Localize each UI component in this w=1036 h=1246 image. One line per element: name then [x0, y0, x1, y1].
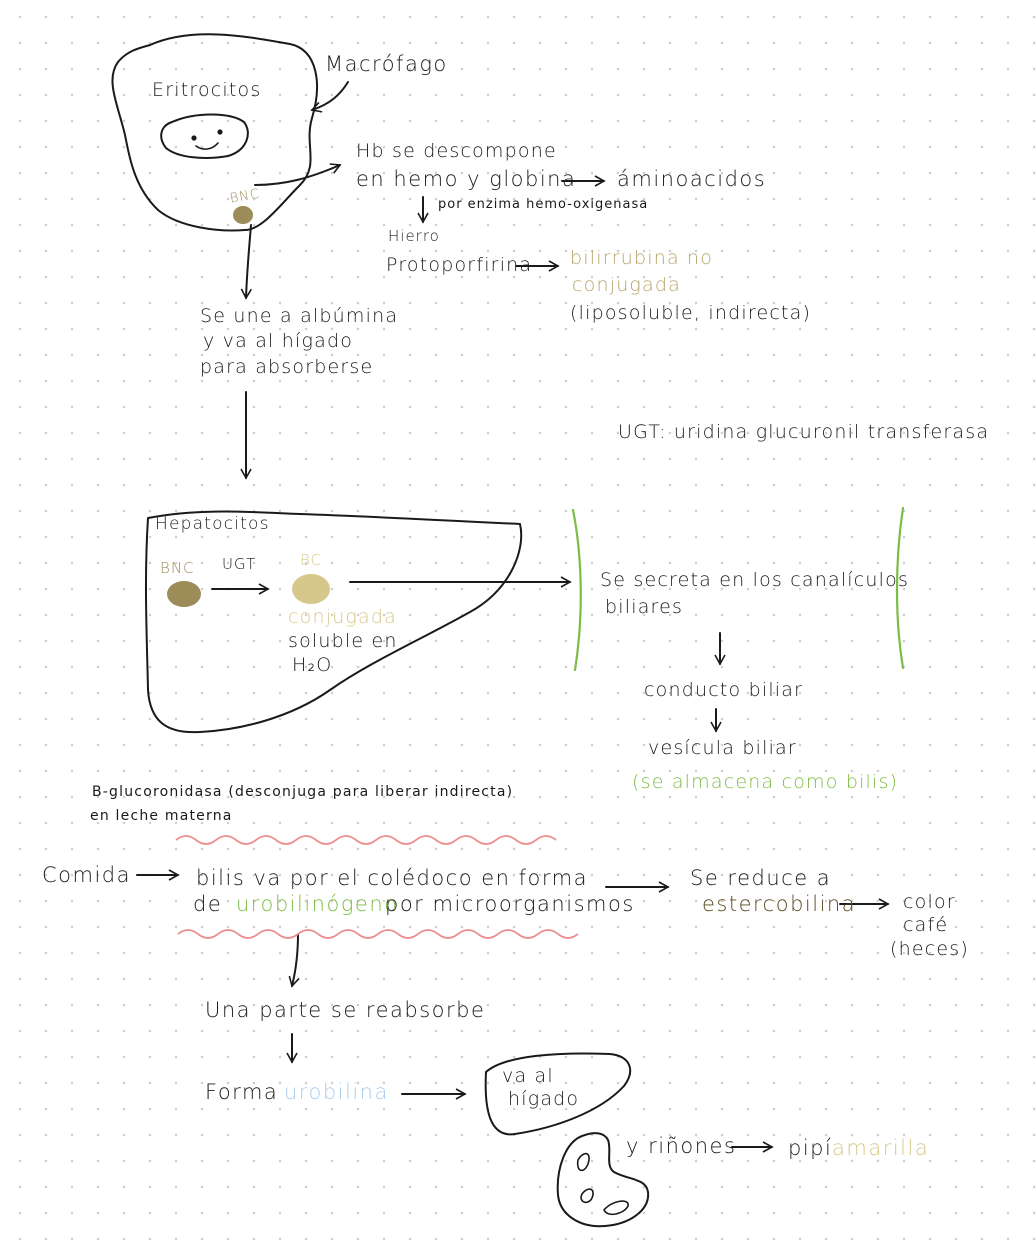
- yellow-label: amarilla: [832, 1136, 930, 1160]
- urobilin-label: urobilina: [284, 1080, 389, 1104]
- enzyme-label: por enzima hemo-oxigenasa: [438, 197, 649, 212]
- color-line3: (heces): [890, 938, 969, 960]
- small-liver-line2: hígado: [508, 1088, 580, 1110]
- ugt-label: UGT: [222, 555, 257, 573]
- secretion-line1: Se secreta en los canalículos: [600, 569, 910, 591]
- bc-label: BC: [300, 551, 323, 569]
- green-bracket-left: [571, 508, 582, 672]
- bile-duct-label: conducto biliar: [644, 679, 804, 701]
- arrow-albumin: [240, 224, 253, 300]
- small-liver-line1: va al: [502, 1065, 554, 1087]
- bnc-label-liver: BNC: [160, 559, 195, 577]
- aminoacids-label: áminoacidos: [617, 167, 767, 191]
- macrophage-label: Macrófago: [325, 52, 448, 76]
- hepatocytes-label: Hepatocitos: [155, 514, 270, 534]
- hb-line2: en hemo y globina: [356, 167, 577, 191]
- reabsorb-label: Una parte se reabsorbe: [205, 998, 486, 1022]
- iron-label: Hierro: [388, 227, 440, 245]
- food-label: Comida: [42, 863, 132, 887]
- macrophage-outline: [111, 33, 318, 232]
- forms-label: Forma: [205, 1080, 279, 1104]
- intestine-line1: bilis va por el colédoco en forma: [196, 866, 588, 890]
- kidneys-label: y riñones: [626, 1134, 737, 1158]
- bilirubin-line1: bilirrubina no: [570, 247, 714, 269]
- bnc-dot-liver: [167, 581, 201, 607]
- urobilinogen-label: urobilinógeno: [236, 892, 399, 916]
- small-liver-outline: [484, 1052, 632, 1136]
- kidney-outline: [556, 1132, 650, 1228]
- pink-wave-bottom: [177, 929, 579, 939]
- intestine-line2-post: por microorganismos: [385, 892, 635, 916]
- erythrocyte-shape: [160, 113, 249, 159]
- arrow-to-hb: [254, 163, 342, 186]
- green-bracket-right: [895, 506, 905, 670]
- color-line2: café: [903, 914, 949, 936]
- arrow-reabsorb: [288, 933, 300, 988]
- protoporphyrin-label: Protoporfirina: [386, 254, 533, 276]
- glucuronidase-line1: B-glucoronidasa (desconjuga para liberar…: [92, 784, 514, 800]
- pink-wave-top: [175, 835, 557, 845]
- albumin-line2: y va al hígado: [203, 330, 354, 352]
- bilirubin-line2: conjugada: [572, 274, 681, 296]
- secretion-line2: biliares: [605, 596, 684, 618]
- albumin-line3: para absorberse: [200, 356, 374, 378]
- bnc-dot-macrophage: [233, 206, 253, 224]
- soluble-line1: soluble en: [288, 630, 398, 652]
- pee-label: pipí: [788, 1136, 833, 1160]
- stored-as-bile-label: (se almacena como bilis): [632, 771, 899, 793]
- arrow-macrophage: [310, 81, 349, 113]
- albumin-line1: Se une a albúmina: [200, 305, 399, 327]
- color-line1: color: [903, 891, 956, 913]
- liver-outline: [144, 510, 523, 734]
- glucuronidase-line2: en leche materna: [90, 808, 233, 824]
- stercobilin-label: estercobilina: [702, 892, 857, 916]
- erythrocytes-label: Eritrocitos: [152, 79, 262, 101]
- gallbladder-label: vesícula biliar: [648, 737, 797, 759]
- hb-line1: Hb se descompone: [356, 140, 557, 162]
- reduced-label: Se reduce a: [690, 866, 832, 890]
- conjugated-label: conjugada: [288, 606, 397, 628]
- bc-dot-liver: [292, 574, 330, 604]
- intestine-line2-pre: de: [193, 892, 223, 916]
- bilirubin-note: (liposoluble, indirecta): [570, 302, 812, 324]
- ugt-definition: UGT: uridina glucuronil transferasa: [618, 421, 990, 443]
- soluble-line2: H₂O: [292, 654, 333, 676]
